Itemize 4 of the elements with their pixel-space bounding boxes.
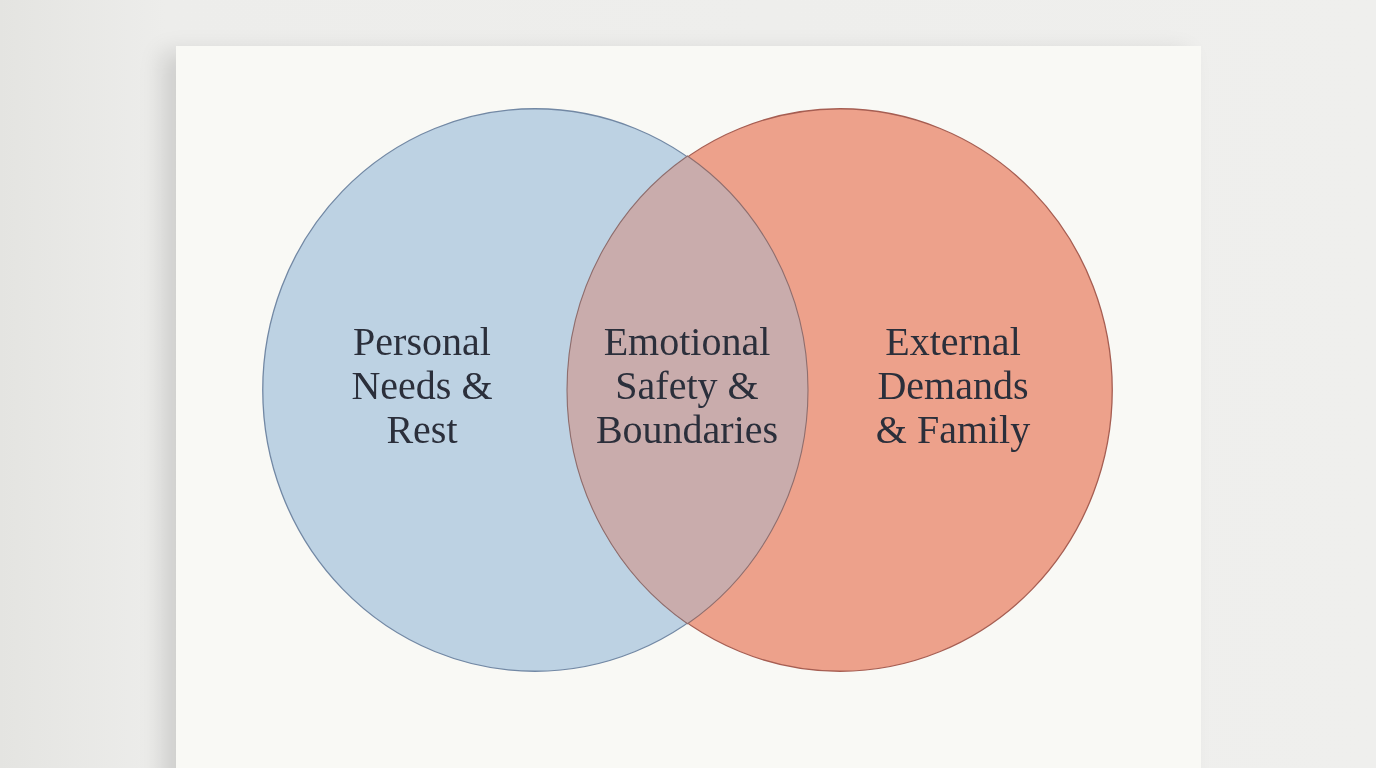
circle-label: Emotional Safety & Boundaries bbox=[594, 320, 780, 452]
circle-label: External Demands & Family bbox=[874, 320, 1032, 452]
venn-overlap bbox=[567, 156, 808, 624]
circle-label: Personal Needs & Rest bbox=[350, 320, 494, 452]
